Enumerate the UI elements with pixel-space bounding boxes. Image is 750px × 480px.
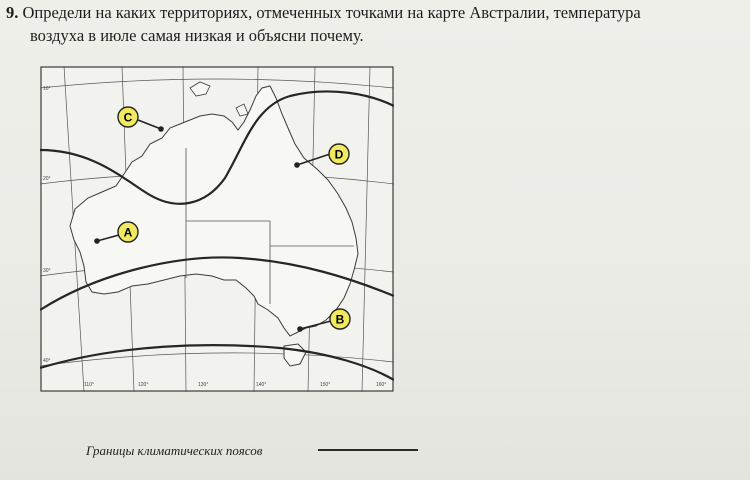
question-text-line-1: Определи на каких территориях, отмеченны… xyxy=(22,3,641,22)
marker-d xyxy=(294,143,350,168)
question-line-1: 9. Определи на каких территориях, отмече… xyxy=(6,3,641,23)
question-number: 9. xyxy=(6,3,19,22)
lon-tick: 150° xyxy=(320,382,330,388)
legend-label: Границы климатических поясов xyxy=(86,443,263,458)
lon-tick: 130° xyxy=(198,382,208,388)
map-drawing: C D A B 110° 120° 130° 140° 150° 160° 10… xyxy=(40,66,394,392)
marker-a-label: A xyxy=(124,226,133,240)
climate-boundary-temperate xyxy=(40,344,394,381)
lon-tick: 140° xyxy=(256,382,266,388)
lat-tick: 40° xyxy=(43,358,51,364)
question-text-line-2: воздуха в июле самая низкая и объясни по… xyxy=(30,26,364,45)
climate-boundaries xyxy=(40,90,394,381)
lat-tick: 10° xyxy=(43,86,51,92)
legend-line-sample xyxy=(318,449,418,451)
climate-boundary-tropical xyxy=(40,90,394,205)
lon-tick: 160° xyxy=(376,382,386,388)
lat-tick: 20° xyxy=(43,176,51,182)
lon-tick: 110° xyxy=(84,382,94,388)
marker-d-label: D xyxy=(335,148,344,162)
lon-tick: 120° xyxy=(138,382,148,388)
australia-map: C D A B 110° 120° 130° 140° 150° 160° 10… xyxy=(40,66,394,392)
climate-boundary-subtropical xyxy=(40,256,394,311)
island-north xyxy=(189,81,211,97)
australia-coastline xyxy=(69,85,359,337)
marker-c-label: C xyxy=(124,111,133,125)
state-borders xyxy=(185,148,354,304)
marker-c xyxy=(117,106,164,132)
marker-a xyxy=(94,221,139,244)
marker-b-label: B xyxy=(336,313,345,327)
lat-tick: 30° xyxy=(43,268,51,274)
island-small xyxy=(235,103,249,117)
marker-b xyxy=(297,308,351,332)
